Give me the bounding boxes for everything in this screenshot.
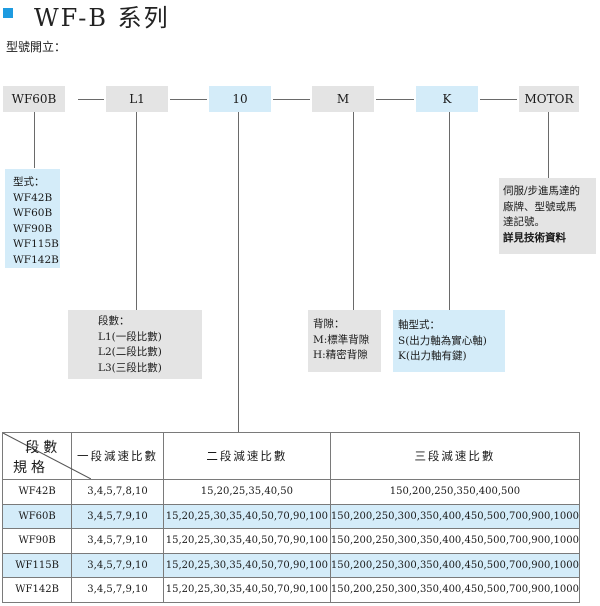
callout-item: WF42B	[13, 191, 53, 204]
callout-item: L3(三段比數)	[98, 361, 162, 374]
callout-line-bold: 詳見技術資料	[503, 231, 566, 244]
table-cell: 15,20,25,30,35,40,50,70,90,100	[162, 528, 331, 554]
page-title: WF-B 系列	[34, 4, 170, 32]
table-cell-model: WF60B	[1, 503, 73, 529]
leader-line	[449, 112, 450, 310]
table-cell: 150,200,250,300,350,400,450,500,700,900,…	[329, 577, 581, 603]
table-cell: 150,200,250,300,350,400,450,500,700,900,…	[329, 528, 581, 554]
ratio-table: 段數 規格 一段減速比數 二段減速比數 三段減速比數 WF42B 3,4,5,7…	[1, 432, 581, 603]
corner-top-label: 段數	[25, 440, 62, 456]
callout-heading: 背隙：	[313, 318, 345, 330]
table-cell: 3,4,5,7,9,10	[71, 503, 164, 529]
code-box-ratio: 10	[209, 86, 271, 112]
callout-line: 廠牌、型號或馬	[503, 200, 577, 213]
leader-line	[548, 112, 549, 178]
connector-line	[170, 99, 207, 100]
callout-item: WF115B	[13, 238, 59, 250]
callout-item: L2(二段比數)	[98, 346, 162, 358]
table-header-cell: 一段減速比數	[71, 432, 164, 480]
callout-item: WF60B	[13, 207, 53, 219]
table-cell: 3,4,5,7,8,10	[71, 479, 164, 505]
section-subtitle: 型號開立：	[6, 40, 67, 54]
connector-line	[480, 99, 517, 100]
table-cell: 15,20,25,30,35,40,50,70,90,100	[162, 503, 331, 529]
callout-backlash: 背隙： M:標準背隙 H:精密背隙	[308, 310, 381, 372]
callout-motor: 伺服/步進馬達的 廠牌、型號或馬 達記號。 詳見技術資料	[499, 178, 596, 254]
callout-stage: 段數： L1(一段比數) L2(二段比數) L3(三段比數)	[68, 310, 202, 379]
callout-heading: 段數：	[98, 315, 130, 327]
callout-line: 達記號。	[503, 216, 545, 228]
table-header-cell: 三段減速比數	[329, 432, 581, 480]
callout-item: L1(一段比數)	[98, 330, 162, 343]
table-cell-model: WF42B	[1, 479, 73, 505]
table-cell: 15,20,25,30,35,40,50,70,90,100	[162, 552, 331, 578]
title-square-icon	[3, 8, 13, 18]
callout-item: K(出力軸有鍵)	[398, 350, 467, 362]
callout-line: 伺服/步進馬達的	[503, 185, 581, 197]
table-cell: 150,200,250,300,350,400,450,500,700,900,…	[329, 552, 581, 578]
callout-heading: 型式：	[13, 176, 45, 188]
callout-item: WF142B	[13, 253, 59, 266]
table-header-cell: 二段減速比數	[162, 432, 331, 480]
table-row: WF90B 3,4,5,7,9,10 15,20,25,30,35,40,50,…	[1, 528, 581, 554]
table-cell: 3,4,5,7,9,10	[71, 552, 164, 578]
table-header-row: 段數 規格 一段減速比數 二段減速比數 三段減速比數	[1, 432, 581, 480]
callout-model: 型式： WF42B WF60B WF90B WF115B WF142B	[5, 169, 60, 268]
table-row: WF42B 3,4,5,7,8,10 15,20,25,35,40,50 150…	[1, 479, 581, 505]
table-row: WF60B 3,4,5,7,9,10 15,20,25,30,35,40,50,…	[1, 503, 581, 529]
connector-line	[78, 99, 104, 100]
leader-line	[34, 112, 35, 168]
code-box-backlash: M	[312, 86, 374, 112]
code-box-shaft: K	[416, 86, 478, 112]
table-cell: 150,200,250,300,350,400,450,500,700,900,…	[329, 503, 581, 529]
callout-item: WF90B	[13, 222, 53, 235]
table-cell: 3,4,5,7,9,10	[71, 528, 164, 554]
code-box-motor: MOTOR	[519, 86, 579, 112]
table-cell: 150,200,250,350,400,500	[329, 479, 581, 505]
corner-bottom-label: 規格	[13, 460, 49, 476]
table-cell: 15,20,25,30,35,40,50,70,90,100	[162, 577, 331, 603]
callout-item: H:精密背隙	[313, 349, 368, 361]
callout-item: S(出力軸為實心軸)	[398, 334, 487, 347]
leader-line	[136, 112, 137, 310]
table-cell: 15,20,25,35,40,50	[162, 479, 331, 505]
connector-line	[273, 99, 310, 100]
table-cell-model: WF90B	[1, 528, 73, 554]
callout-heading: 軸型式：	[398, 319, 440, 331]
table-row: WF142B 3,4,5,7,9,10 15,20,25,30,35,40,50…	[1, 577, 581, 603]
connector-line	[376, 99, 414, 100]
callout-shaft: 軸型式： S(出力軸為實心軸) K(出力軸有鍵)	[393, 310, 505, 372]
table-row: WF115B 3,4,5,7,9,10 15,20,25,30,35,40,50…	[1, 552, 581, 578]
table-cell-model: WF142B	[1, 577, 73, 603]
leader-line	[238, 112, 239, 432]
code-box-stage: L1	[106, 86, 168, 112]
table-corner-cell: 段數 規格	[1, 432, 91, 480]
callout-item: M:標準背隙	[313, 333, 370, 346]
diagonal-divider	[3, 433, 91, 479]
leader-line	[353, 112, 354, 310]
table-cell-model: WF115B	[1, 552, 73, 578]
code-box-model: WF60B	[3, 86, 65, 112]
table-cell: 3,4,5,7,9,10	[71, 577, 164, 603]
